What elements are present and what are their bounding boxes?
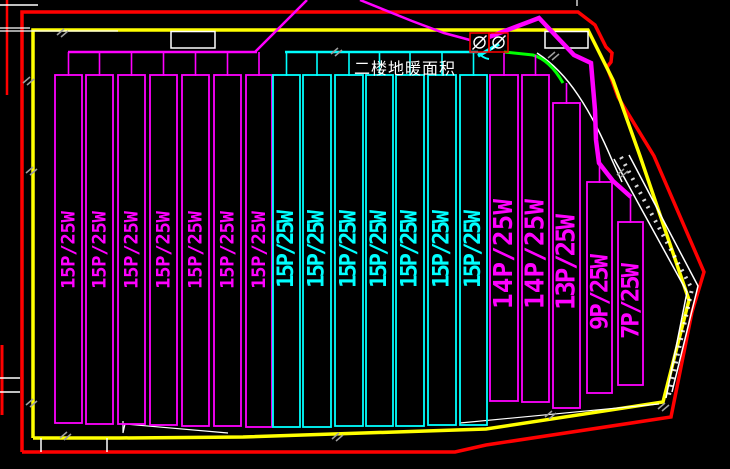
break-mark-icon — [331, 432, 344, 442]
break-mark-icon — [544, 410, 557, 420]
valve-icon — [488, 32, 509, 53]
break-mark-icon — [657, 402, 670, 412]
white-step-line — [122, 421, 229, 434]
strip-label: 15P/25W — [461, 209, 486, 288]
green-pipe-curve — [503, 50, 565, 84]
break-mark-icon — [59, 431, 72, 441]
break-mark-icon — [56, 28, 69, 38]
magenta-supply-diagonal — [359, 0, 471, 42]
ramp-hatch — [613, 154, 699, 399]
strip-label: 15P/25W — [367, 209, 392, 288]
strip-label: 15P/25W — [185, 210, 207, 289]
strip-label: 15P/25W — [305, 209, 330, 288]
strip-label: 13P/25W — [552, 214, 582, 310]
valves-layer — [469, 32, 509, 53]
ramp-hatch-dashes — [619, 156, 695, 396]
valve-circle — [492, 36, 505, 49]
valve-box — [488, 32, 509, 53]
white-handrail-curve — [536, 52, 623, 183]
strip-label: 14P/25W — [489, 199, 519, 309]
valve-slash — [491, 35, 506, 50]
break-mark-icon — [616, 168, 629, 178]
magenta-supply-pipes — [68, 0, 633, 199]
strip-label: 15P/25W — [248, 210, 270, 289]
strip-label: 9P/25W — [586, 253, 614, 330]
white-construction-lines — [0, 4, 660, 452]
magenta-main-riser-pipe — [488, 15, 633, 199]
heating-strips-layer: 15P/25W15P/25W15P/25W15P/25W15P/25W15P/2… — [54, 52, 645, 428]
cyan-manifold-hook — [477, 51, 490, 60]
magenta-riser — [254, 0, 308, 53]
break-mark-icon — [25, 166, 38, 176]
strip-label: 15P/25W — [121, 210, 143, 289]
white-diagonal-bottom-right — [459, 403, 660, 424]
ramp-edge-inner — [613, 158, 688, 399]
strip-label: 15P/25W — [274, 209, 299, 288]
drawing-title: 二楼地暖面积 — [354, 59, 456, 78]
strip-label: 15P/25W — [337, 209, 362, 288]
strip-label: 15P/25W — [398, 209, 423, 288]
ramp-edge-outer — [628, 154, 699, 393]
strip-label: 7P/25W — [617, 262, 645, 339]
strip-label: 15P/25W — [89, 210, 111, 289]
break-mark-icon — [330, 47, 343, 57]
strip-label: 14P/25W — [521, 199, 551, 309]
valve-circle — [473, 36, 486, 49]
green-supply-pipe — [503, 50, 565, 84]
break-mark-icon — [25, 398, 38, 408]
break-mark-icon — [547, 51, 560, 61]
strip-label: 15P/25W — [153, 210, 175, 289]
strip-label: 15P/25W — [217, 210, 239, 289]
strip-label: 15P/25W — [58, 210, 80, 289]
break-marks-layer — [22, 28, 670, 442]
strip-label: 15P/25W — [430, 209, 455, 288]
valve-icon — [469, 32, 490, 53]
valve-slash — [472, 35, 487, 50]
white-box-left — [170, 30, 216, 49]
break-mark-icon — [22, 76, 35, 86]
